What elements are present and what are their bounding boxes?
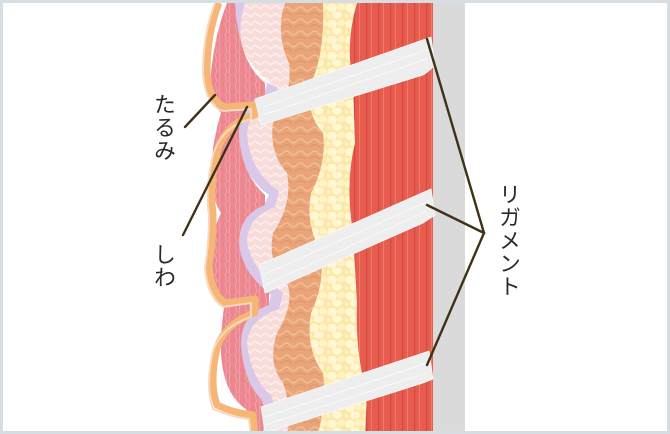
leader-line-ligament-3 — [425, 231, 486, 367]
leader-line-ligament-1 — [425, 37, 486, 235]
epidermis-outline — [201, 3, 252, 431]
ligament-band-2 — [258, 188, 436, 294]
fat-layer — [307, 3, 367, 431]
skin-layers-illustration — [181, 3, 486, 431]
leader-lines — [181, 37, 486, 367]
label-ligament: リガメント — [495, 183, 520, 298]
ligament-band-3 — [260, 350, 434, 431]
leader-line-sagging — [183, 93, 217, 129]
label-wrinkle: しわ — [150, 243, 175, 289]
ligament-bands — [254, 36, 436, 431]
label-sagging: たるみ — [150, 93, 175, 162]
epidermis-layer — [203, 3, 259, 431]
leader-line-ligament-2 — [425, 203, 486, 235]
leader-line-wrinkle — [181, 105, 249, 237]
